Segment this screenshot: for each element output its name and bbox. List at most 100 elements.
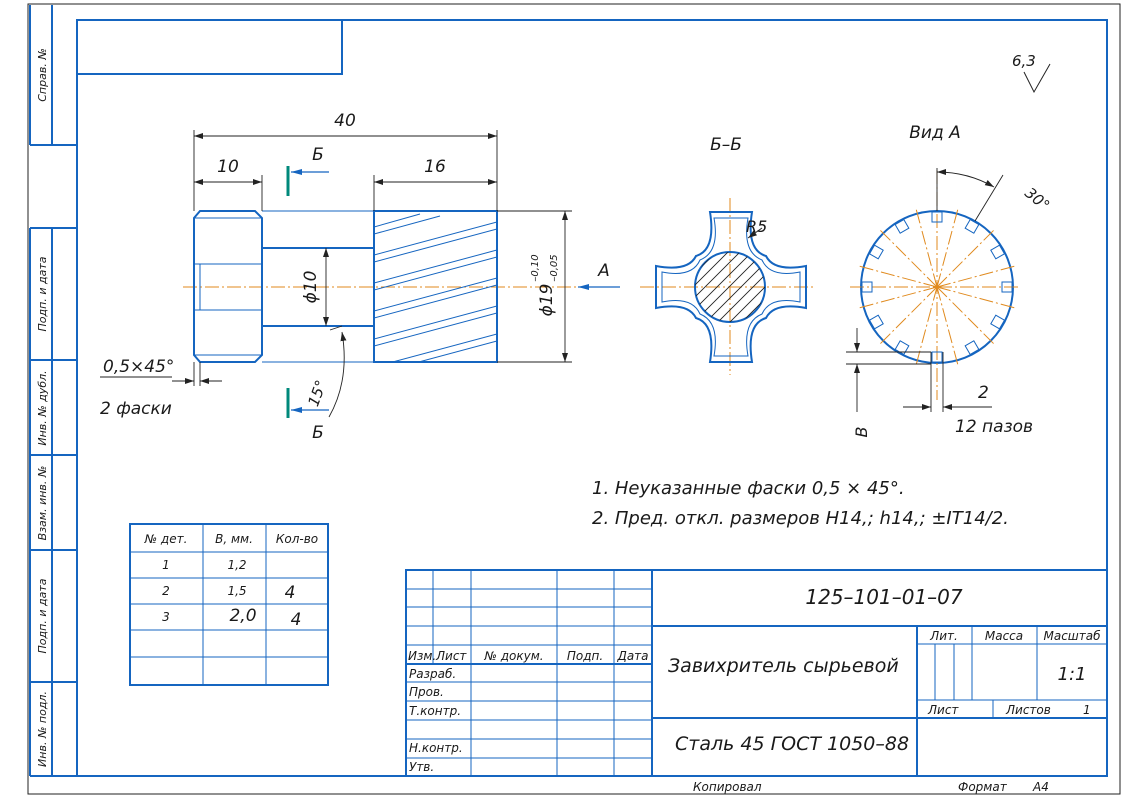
role-label: Пров. bbox=[409, 685, 444, 699]
table-cell: 4 bbox=[285, 583, 296, 603]
table-header: № дет. bbox=[144, 532, 188, 546]
section-mark-label: Б bbox=[312, 145, 324, 165]
col-header: Дата bbox=[616, 649, 648, 663]
view-arrow-label: А bbox=[597, 261, 610, 281]
slot bbox=[964, 340, 980, 356]
cross-profile bbox=[655, 211, 807, 363]
radial-axis bbox=[936, 265, 1015, 288]
section-mark-bottom: Б bbox=[286, 388, 329, 443]
dim-outer-diameter: ϕ19 bbox=[537, 284, 557, 317]
dim-inner-diameter: ϕ10 bbox=[301, 271, 321, 304]
slot bbox=[868, 244, 884, 260]
slot bbox=[990, 244, 1006, 260]
note-2: 2. Пред. откл. размеров Н14,; h14,; ±IT1… bbox=[592, 508, 1009, 529]
view-angle: 30° bbox=[1021, 184, 1053, 215]
table-cell: 4 bbox=[291, 610, 302, 630]
table-cell: 1 bbox=[162, 558, 170, 572]
lit-label: Лит. bbox=[929, 629, 958, 643]
view-width-dim: 2 bbox=[978, 383, 989, 403]
side-label: Инв. № подл. bbox=[36, 691, 49, 767]
view-slots bbox=[861, 211, 1013, 363]
side-label: Инв. № дубл. bbox=[36, 370, 49, 445]
tolerance-lower: –0,05 bbox=[549, 254, 560, 281]
part-head-bore bbox=[193, 263, 263, 311]
part-name: Завихритель сырьевой bbox=[668, 655, 899, 677]
dim-right: 16 bbox=[424, 157, 446, 177]
slot bbox=[931, 351, 943, 363]
helical-slots bbox=[374, 213, 497, 362]
sheet-footer: Копировал Формат А4 bbox=[693, 780, 1049, 794]
col-header: Изм. bbox=[408, 649, 436, 663]
tolerance-upper: –0,10 bbox=[530, 254, 541, 281]
part-body bbox=[373, 210, 498, 363]
side-label: Справ. № bbox=[36, 48, 49, 102]
side-label: Подп. и дата bbox=[36, 256, 49, 331]
slot bbox=[964, 218, 980, 234]
roughness-value: 6,3 bbox=[1012, 52, 1036, 70]
view-radial-axes bbox=[859, 209, 1015, 365]
radial-axis bbox=[915, 209, 938, 288]
radial-axis bbox=[880, 230, 938, 288]
parameter-table: № дет. В, мм. Кол-во 1 1,2 2 1,5 4 3 2,0… bbox=[129, 523, 329, 686]
note-1: 1. Неуказанные фаски 0,5 × 45°. bbox=[592, 478, 905, 499]
table-cell: 2,0 bbox=[229, 606, 256, 626]
slot bbox=[868, 314, 884, 330]
table-cell: 3 bbox=[162, 610, 170, 624]
part-main-view: 40 10 16 ϕ10 ϕ19 –0,10 –0,05 0,5×45° 2 ф… bbox=[100, 111, 620, 443]
roughness-mark: 6,3 bbox=[1012, 52, 1051, 94]
section-mark-label: Б bbox=[312, 423, 324, 443]
col-header: Подп. bbox=[567, 649, 603, 663]
sheets-label: Листов bbox=[1005, 703, 1051, 717]
side-label: Взам. инв. № bbox=[36, 466, 49, 541]
slot bbox=[1001, 281, 1013, 293]
dim-left: 10 bbox=[217, 157, 239, 177]
scale-value: 1:1 bbox=[1058, 664, 1087, 685]
radial-axis bbox=[936, 286, 959, 365]
mass-label: Масса bbox=[985, 629, 1023, 643]
col-header: № докум. bbox=[483, 649, 543, 663]
format-label: Формат bbox=[958, 780, 1008, 794]
slot bbox=[861, 281, 873, 293]
role-label: Разраб. bbox=[409, 667, 456, 681]
view-slots-label: 12 пазов bbox=[955, 417, 1033, 437]
radial-axis bbox=[936, 230, 994, 288]
section-radius: R5 bbox=[746, 217, 767, 236]
slot bbox=[931, 211, 943, 223]
table-cell: 2 bbox=[162, 584, 170, 598]
notes: 1. Неуказанные фаски 0,5 × 45°. 2. Пред.… bbox=[592, 478, 1009, 529]
radial-axis bbox=[859, 265, 938, 288]
col-header: Лист bbox=[435, 649, 467, 663]
table-header: В, мм. bbox=[215, 532, 253, 546]
radial-axis bbox=[936, 286, 1015, 309]
role-label: Н.контр. bbox=[409, 741, 463, 755]
chamfer-dim: 0,5×45° bbox=[103, 357, 174, 377]
sheets-count: 1 bbox=[1083, 703, 1091, 717]
view-arrow-a: А bbox=[578, 261, 620, 290]
doc-number: 125–101–01–07 bbox=[805, 585, 963, 609]
view-a: Вид А 30° 2 12 пазов В bbox=[846, 123, 1053, 437]
angle-15: 15° bbox=[304, 378, 330, 409]
radial-axis bbox=[915, 286, 938, 365]
radial-axis bbox=[859, 286, 938, 309]
section-view: Б–Б R5 bbox=[640, 135, 815, 375]
copied-label: Копировал bbox=[693, 780, 762, 794]
radial-axis bbox=[936, 209, 959, 288]
view-title: Вид А bbox=[909, 123, 961, 143]
radial-axis bbox=[936, 286, 994, 344]
section-mark-top: Б bbox=[286, 145, 329, 196]
chamfer-note: 2 фаски bbox=[100, 399, 172, 419]
sheet-label: Лист bbox=[927, 703, 959, 717]
dim-total: 40 bbox=[334, 111, 356, 131]
radial-axis bbox=[880, 286, 938, 344]
material: Сталь 45 ГОСТ 1050–88 bbox=[675, 733, 909, 755]
side-label: Подп. и дата bbox=[36, 578, 49, 653]
slot bbox=[894, 218, 910, 234]
table-header: Кол-во bbox=[276, 532, 318, 546]
role-label: Утв. bbox=[409, 760, 434, 774]
view-depth-label: В bbox=[852, 427, 871, 438]
table-cell: 1,5 bbox=[227, 584, 246, 598]
section-title: Б–Б bbox=[710, 135, 742, 155]
table-cell: 1,2 bbox=[227, 558, 246, 572]
slot bbox=[990, 314, 1006, 330]
